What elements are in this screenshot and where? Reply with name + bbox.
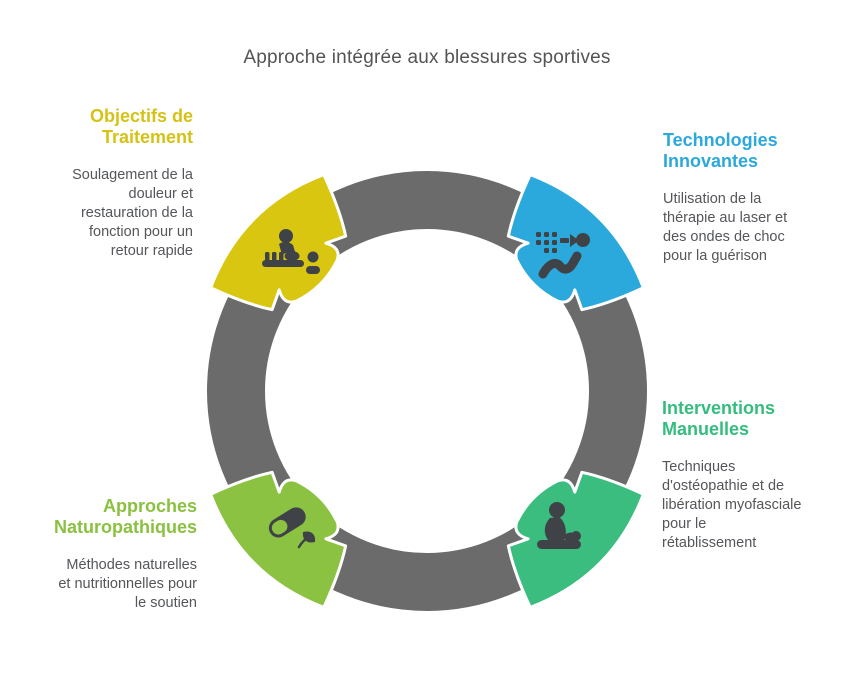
wedge-objectifs bbox=[209, 173, 348, 312]
ring-circle bbox=[207, 171, 647, 611]
section-objectifs-body: Soulagement de la douleur et restauratio… bbox=[72, 167, 193, 259]
pill-half-hole bbox=[271, 519, 288, 535]
section-objectifs: Objectifs de Traitement Soulagement de l… bbox=[30, 106, 193, 261]
pill-leaf-icon bbox=[268, 507, 316, 549]
section-objectifs-heading: Objectifs de Traitement bbox=[89, 106, 193, 147]
massage-table-icon bbox=[262, 229, 320, 274]
section-interventions-heading: Interventions Manuelles bbox=[662, 398, 776, 439]
section-interventions-body: Techniques d'ostéopathie et de libératio… bbox=[662, 459, 802, 551]
section-naturopathiques-body: Méthodes naturelles et nutritionnelles p… bbox=[58, 557, 197, 611]
section-technologies-heading: Technologies Innovantes bbox=[663, 130, 778, 171]
section-technologies-body: Utilisation de la thérapie au laser et d… bbox=[663, 191, 788, 264]
section-technologies: Technologies Innovantes Utilisation de l… bbox=[663, 130, 811, 266]
wedge-naturopathiques bbox=[209, 470, 348, 609]
section-naturopathiques-heading: Approches Naturopathiques bbox=[53, 496, 197, 537]
laser-therapy-icon bbox=[536, 232, 590, 279]
section-naturopathiques: Approches Naturopathiques Méthodes natur… bbox=[37, 496, 197, 613]
page-title: Approche intégrée aux blessures sportive… bbox=[243, 47, 611, 68]
manual-therapy-icon bbox=[537, 502, 581, 549]
section-interventions: Interventions Manuelles Techniques d'ost… bbox=[662, 398, 802, 553]
